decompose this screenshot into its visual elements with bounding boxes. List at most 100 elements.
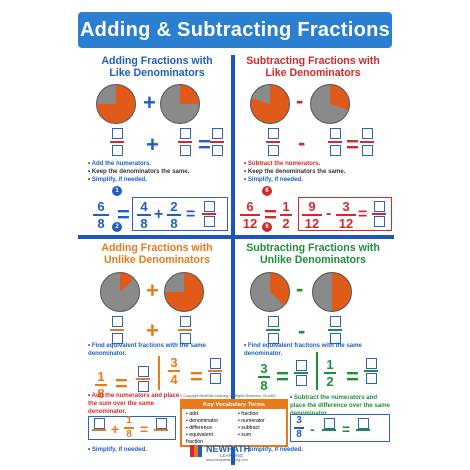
vocab-term: • fraction	[238, 411, 259, 417]
step-1: • Subtract the numerators.	[244, 160, 321, 167]
plus-operator: +	[146, 278, 159, 303]
equals-operator: =	[115, 371, 128, 396]
fraction-bar	[266, 329, 280, 331]
steps-list-3: • Simplify, if needed.	[244, 446, 364, 454]
numerator-box	[330, 128, 341, 139]
equals-operator: =	[276, 364, 289, 389]
step-1: • Add the numerators.	[88, 160, 152, 167]
pizza-pie-icon	[96, 84, 136, 124]
plus-operator: +	[111, 421, 120, 437]
quadrant-subtracting-unlike: Subtracting Fractions with Unlike Denomi…	[238, 242, 388, 266]
separator-line	[158, 356, 160, 390]
denominator-box	[296, 375, 307, 386]
denominator-box	[204, 216, 215, 227]
horizontal-divider	[78, 235, 394, 239]
denominator-box	[374, 216, 385, 227]
vocab-term: • sum	[238, 432, 252, 438]
vocabulary-title: Key Vocabulary Terms	[182, 401, 286, 409]
numerator-box	[212, 128, 223, 139]
fraction-bar	[110, 329, 124, 331]
page-title: Adding & Subtracting Fractions	[78, 12, 392, 48]
fraction-bar	[154, 429, 168, 431]
vocab-col-1: • add • denominator • difference • equiv…	[186, 411, 230, 446]
equals-operator: =	[264, 202, 277, 227]
equals-operator: =	[186, 206, 196, 223]
denominator-box	[212, 145, 223, 156]
steps-list-2: • Subtract the numerators and place the …	[290, 394, 394, 418]
minus-operator: -	[298, 130, 306, 155]
step-bubble-icon: 1	[112, 186, 122, 196]
numerator-box	[296, 360, 307, 371]
fraction-bar	[210, 141, 224, 143]
pizza-pie-icon	[250, 272, 290, 312]
numerator-box	[210, 358, 221, 369]
vocab-term: • denominator	[186, 418, 219, 424]
equals-operator: =	[198, 132, 211, 157]
plus-operator: +	[146, 132, 159, 157]
numerator-box	[268, 316, 279, 327]
denominator-box	[112, 145, 123, 156]
pizza-pie-icon	[164, 272, 204, 312]
website-text: www.newpathlearning.com	[206, 458, 248, 462]
pizza-pie-icon	[100, 272, 140, 312]
numerator-box	[358, 418, 369, 429]
title-line-2: Like Denominators	[109, 67, 205, 79]
fraction-bar	[294, 372, 308, 374]
minus-operator: -	[296, 88, 304, 113]
example-box	[88, 416, 176, 440]
denominator-box	[330, 145, 341, 156]
step-2: • Subtract the numerators and place the …	[290, 394, 390, 417]
vocab-term: • subtract	[238, 425, 260, 431]
quadrant-adding-like: Adding Fractions with Like Denominators	[82, 55, 232, 79]
fraction-bar	[178, 141, 192, 143]
fraction-bar	[266, 141, 280, 143]
step-3: • Simplify, if needed.	[88, 176, 147, 183]
equals-operator: =	[346, 364, 359, 389]
minus-operator: -	[296, 276, 304, 301]
equals-operator: =	[358, 206, 368, 223]
pizza-pie-icon	[312, 272, 352, 312]
numerator-box	[362, 128, 373, 139]
plus-operator: +	[154, 206, 164, 223]
steps-list: • Find equivalent fractions with the sam…	[88, 342, 228, 358]
fraction-bar	[328, 141, 342, 143]
steps-list: • Find equivalent fractions with the sam…	[244, 342, 389, 358]
example-box	[290, 414, 390, 442]
vocab-col-2: • fraction • numerator • subtract • sum	[238, 411, 282, 446]
fraction-bar	[356, 429, 370, 431]
fraction-bar	[322, 429, 336, 431]
step-2: • Keep the denominators the same.	[88, 168, 190, 175]
fraction-bar	[202, 213, 216, 215]
numerator-box	[180, 316, 191, 327]
numerator-box	[204, 201, 215, 212]
title-line-1: Adding Fractions with	[101, 55, 213, 67]
plus-operator: +	[143, 90, 156, 115]
quadrant-title: Subtracting Fractions with Unlike Denomi…	[238, 242, 388, 266]
step-bubble-icon: 6	[262, 222, 272, 232]
denominator-box	[210, 373, 221, 384]
newpath-logo: NEWPATH LEARNING	[190, 444, 280, 458]
pizza-pie-icon	[310, 84, 350, 124]
numerator-box	[366, 358, 377, 369]
title-line-2: Unlike Denominators	[260, 254, 366, 266]
quadrant-title: Subtracting Fractions with Like Denomina…	[238, 55, 388, 79]
step-1: • Find equivalent fractions with the sam…	[88, 342, 206, 357]
fraction-bar	[364, 370, 378, 372]
fraction-bar	[328, 329, 342, 331]
denominator-box	[180, 145, 191, 156]
step-1: • Find equivalent fractions with the sam…	[244, 342, 362, 357]
example-box	[298, 197, 392, 231]
minus-operator: -	[326, 205, 332, 222]
step-3: • Simplify, if needed.	[88, 446, 147, 453]
steps-list: • Add the numerators. • Keep the denomin…	[88, 160, 228, 184]
numerator-box	[138, 366, 149, 377]
